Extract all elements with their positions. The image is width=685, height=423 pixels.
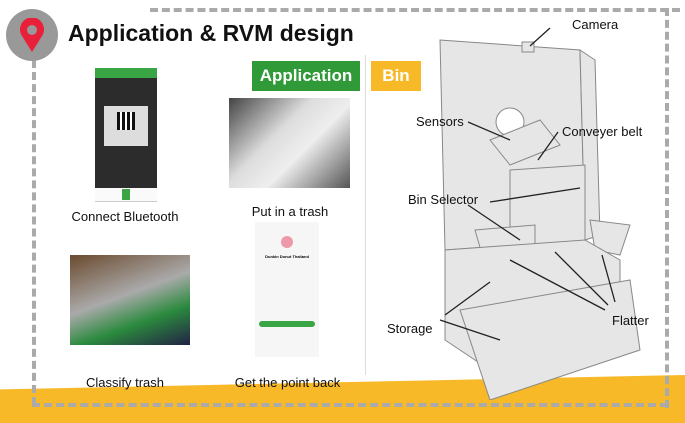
dashed-frame-top [150, 8, 680, 12]
dashed-frame-bottom [32, 403, 668, 407]
label-conveyer-belt: Conveyer belt [562, 124, 643, 139]
rvm-bin-diagram [439, 27, 641, 400]
bluetooth-screenshot [95, 68, 157, 188]
label-bin-selector: Bin Selector [408, 192, 479, 207]
classify-trash-photo [70, 255, 190, 345]
label-camera: Camera [572, 17, 619, 32]
step-caption: Get the point back [234, 375, 341, 390]
dashed-frame-right [665, 8, 669, 408]
location-pin-icon [6, 9, 58, 61]
page-title: Application & RVM design [68, 20, 354, 46]
divider [365, 55, 366, 375]
bin-button[interactable]: Bin [371, 61, 421, 91]
label-sensors: Sensors [416, 114, 464, 129]
step-caption: Connect Bluetooth [71, 209, 179, 224]
dashed-frame-left [32, 60, 36, 405]
step-caption: Put in a trash [251, 204, 329, 219]
label-flatter: Flatter [612, 313, 649, 328]
phone-nav-bar [95, 188, 157, 202]
label-storage: Storage [387, 321, 433, 336]
confirm-button[interactable] [259, 321, 315, 327]
points-screenshot: Dunkin Donut Thailand [255, 222, 319, 357]
step-caption: Classify trash [85, 375, 165, 390]
application-button[interactable]: Application [252, 61, 360, 91]
merchant-name: Dunkin Donut Thailand [265, 254, 309, 259]
put-trash-photo [229, 98, 350, 188]
